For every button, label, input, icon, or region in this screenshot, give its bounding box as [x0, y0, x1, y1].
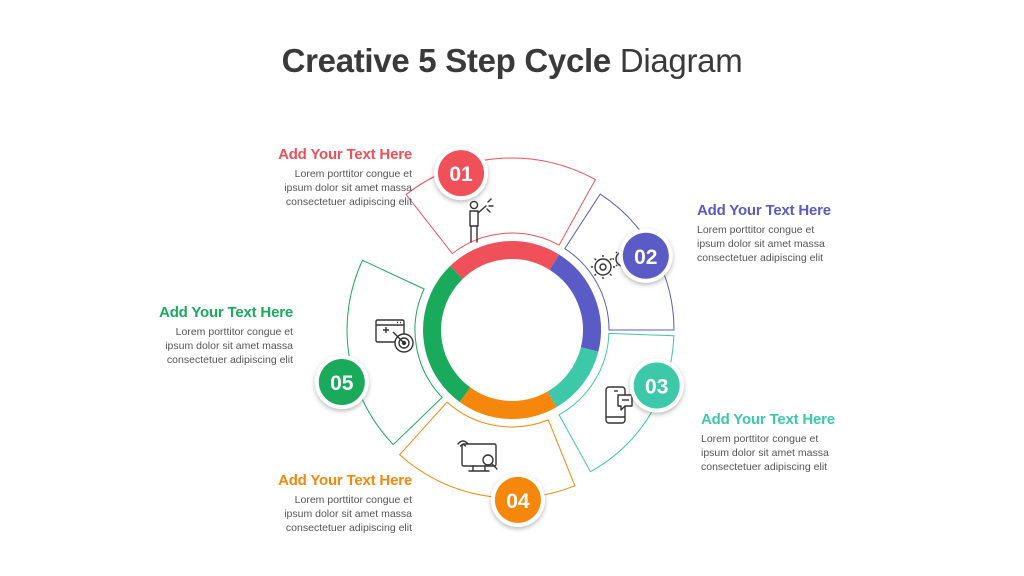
step-badges: 01 02 03 04 05 [314, 146, 684, 527]
step-4-line-1: Lorem porttitor congue et [294, 494, 412, 506]
step-5-line-2: ipsum dolor sit amet massa [165, 340, 293, 352]
step-2-line-1: Lorem porttitor congue et [697, 224, 815, 236]
step-5-line-3: consectetuer adipiscing elit [166, 354, 293, 366]
step-2-badge: 02 [618, 228, 673, 283]
step-2-ring-segment [549, 254, 601, 352]
step-4-badge: 04 [490, 472, 545, 527]
title-normal: Diagram [619, 42, 743, 79]
step-5-ring-segment [423, 266, 471, 402]
title-bold: Creative 5 Step Cycle [281, 42, 612, 79]
page-title: Creative 5 Step Cycle Diagram [0, 42, 1024, 80]
step-5-line-1: Lorem porttitor congue et [175, 326, 293, 338]
browser-target-icon [375, 319, 414, 353]
step-5-number: 05 [330, 372, 354, 395]
step-2-frame [564, 193, 675, 331]
step-3-number: 03 [645, 376, 668, 399]
step-1-line-1: Lorem porttitor congue et [294, 168, 412, 180]
step-4-text: Add Your Text Here Lorem porttitor congu… [278, 472, 412, 535]
step-3-heading: Add Your Text Here [701, 411, 835, 428]
step-2-number: 02 [634, 246, 657, 269]
step-4-heading: Add Your Text Here [278, 472, 412, 489]
icons [375, 198, 634, 472]
step-2-heading: Add Your Text Here [697, 202, 831, 219]
presenter-icon [469, 198, 494, 243]
step-4-line-3: consectetuer adipiscing elit [285, 522, 412, 534]
step-3-text: Add Your Text Here Lorem porttitor congu… [701, 411, 835, 474]
step-3-line-3: consectetuer adipiscing elit [701, 461, 828, 473]
step-2-line-2: ipsum dolor sit amet massa [697, 238, 825, 250]
step-5-heading: Add Your Text Here [159, 304, 293, 321]
step-5-text: Add Your Text Here Lorem porttitor congu… [159, 304, 293, 367]
step-1-number: 01 [449, 163, 473, 186]
step-1-line-2: ipsum dolor sit amet massa [284, 182, 412, 194]
step-4-ring-segment [459, 387, 557, 419]
step-1-ring-segment [450, 241, 560, 280]
monitor-search-icon [457, 440, 498, 472]
step-4-frame [398, 401, 576, 499]
step-1-line-3: consectetuer adipiscing elit [285, 196, 412, 208]
step-2-text: Add Your Text Here Lorem porttitor congu… [697, 202, 831, 265]
step-3-line-1: Lorem porttitor congue et [701, 433, 819, 445]
outer-frames [346, 157, 675, 499]
step-3-ring-segment [547, 346, 599, 408]
mobile-chat-icon [605, 386, 633, 424]
step-1-badge: 01 [434, 146, 488, 201]
step-4-line-2: ipsum dolor sit amet massa [284, 508, 412, 520]
step-2-line-3: consectetuer adipiscing elit [697, 252, 824, 264]
inner-ring [423, 241, 601, 419]
step-1-text: Add Your Text Here Lorem porttitor congu… [278, 146, 412, 209]
step-4-number: 04 [506, 490, 530, 513]
step-5-badge: 05 [314, 355, 369, 409]
step-3-badge: 03 [629, 358, 684, 413]
step-1-heading: Add Your Text Here [278, 146, 412, 163]
step-3-line-2: ipsum dolor sit amet massa [701, 447, 829, 459]
